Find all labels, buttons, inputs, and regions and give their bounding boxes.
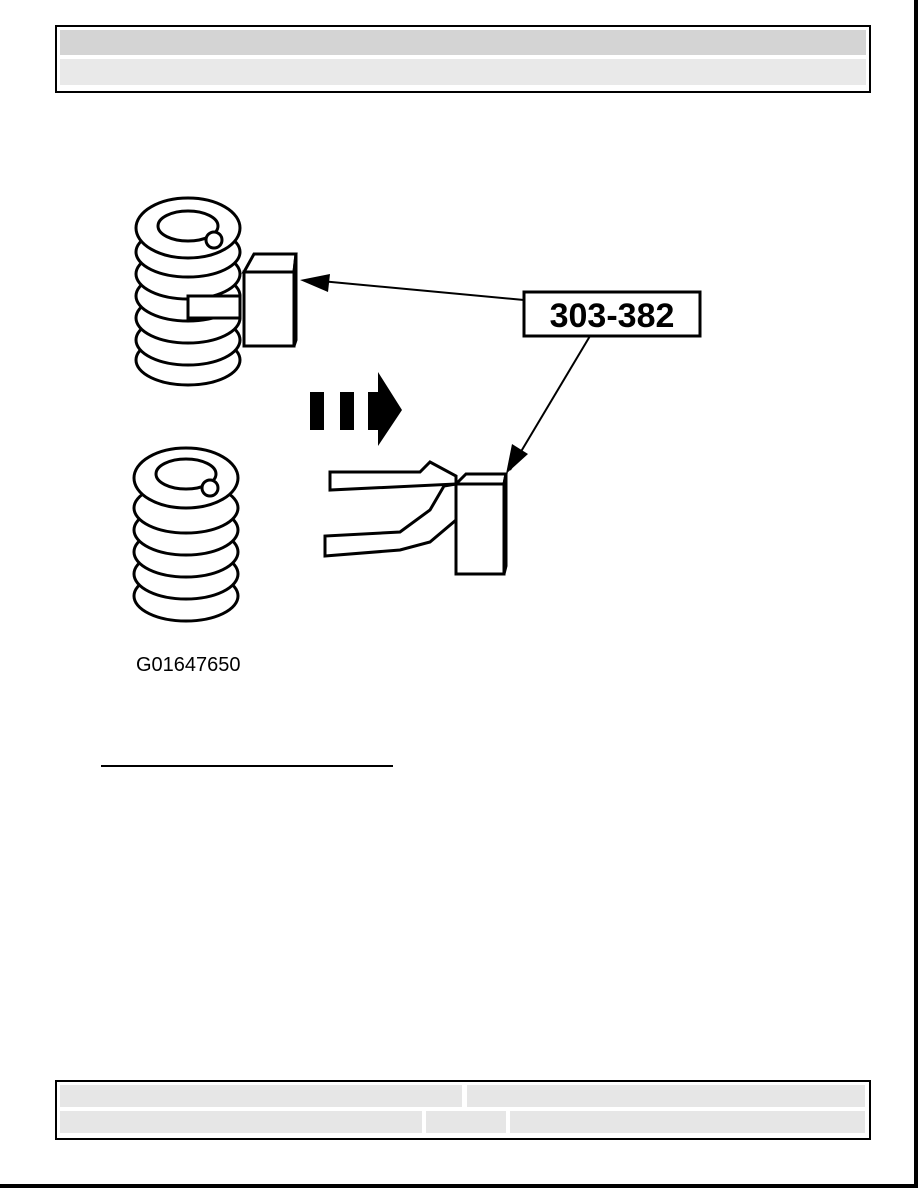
spring-compressor-tool xyxy=(323,460,508,576)
header-subtitle-bar xyxy=(60,59,866,85)
direction-arrow-icon xyxy=(310,372,402,446)
callout-leaders xyxy=(309,279,591,471)
tool-number-label: 303-382 xyxy=(550,297,675,335)
header-title-bar xyxy=(60,30,866,55)
section-divider xyxy=(101,765,393,767)
footer-cell-left-top xyxy=(60,1085,462,1107)
page-header xyxy=(55,25,871,93)
callout-box xyxy=(522,290,702,338)
footer-cell-right-top xyxy=(467,1085,865,1107)
figure-id-label: G01647650 xyxy=(136,654,241,676)
callout-arrowheads xyxy=(300,274,528,474)
lower-coil-spring xyxy=(132,446,240,623)
page-footer xyxy=(55,1080,871,1140)
installed-compressor-tool xyxy=(186,252,298,348)
upper-coil-spring xyxy=(134,196,242,387)
footer-cell-right-bottom xyxy=(510,1111,865,1133)
footer-cell-left-bottom xyxy=(60,1111,422,1133)
footer-cell-middle-bottom xyxy=(426,1111,506,1133)
